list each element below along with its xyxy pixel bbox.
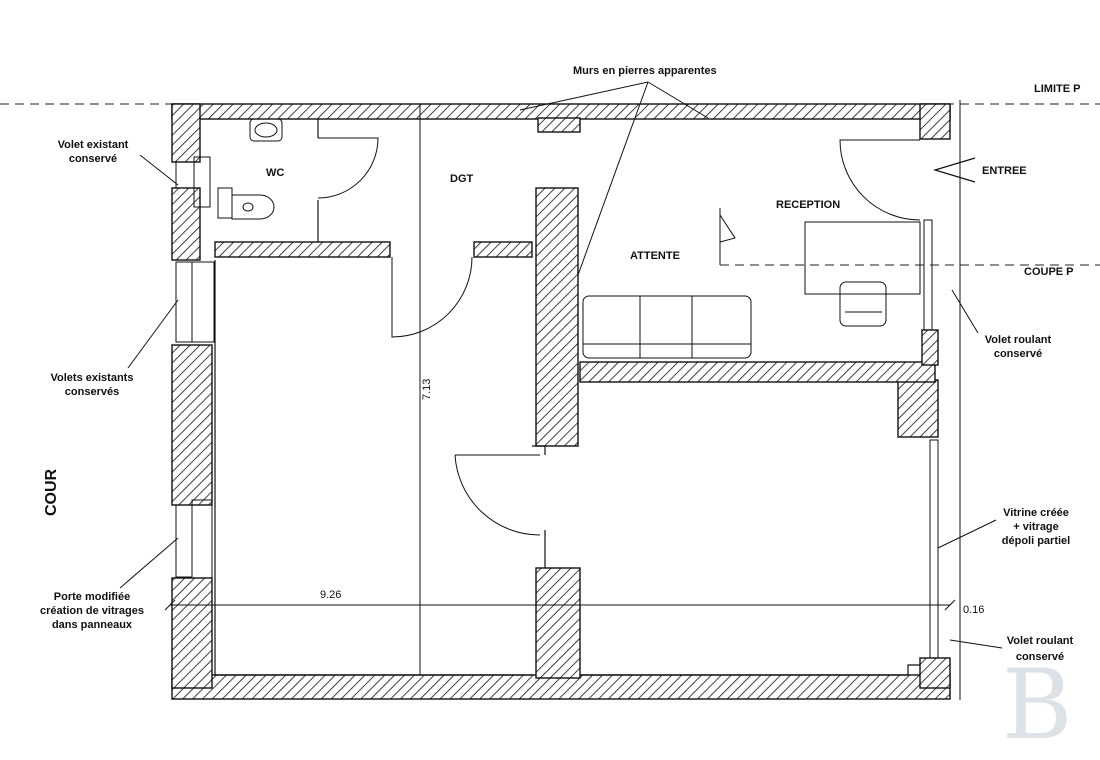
svg-text:+ vitrage: + vitrage: [1013, 521, 1059, 533]
toilet-icon: [217, 187, 233, 219]
left-door-frame: [191, 499, 213, 579]
svg-text:conservé: conservé: [1016, 651, 1064, 663]
lower-door: [454, 454, 541, 536]
center-wall-bottom: [535, 567, 581, 679]
vitrine: [929, 439, 939, 659]
svg-text:Volet roulant: Volet roulant: [1007, 635, 1074, 647]
note-volet-existant: Volet existant conservé: [58, 139, 129, 165]
left-window-1-frame: [193, 156, 211, 208]
murs-label: Murs en pierres apparentes: [573, 65, 717, 77]
left-wall-lower: [171, 344, 213, 506]
svg-text:Volet existant: Volet existant: [58, 139, 129, 151]
entrance-arrow-icon: [932, 157, 976, 183]
right-pillar: [897, 379, 939, 438]
watermark-logo: B: [1002, 649, 1073, 760]
stone-wall-bump: [537, 117, 581, 133]
limite-label: LIMITE P: [1034, 83, 1080, 95]
right-wall-bottom: [919, 657, 951, 689]
entrance-door: [839, 139, 921, 221]
length-dimension: 9.26: [320, 589, 341, 601]
dgt-label: DGT: [450, 173, 474, 185]
left-room-outline: [214, 260, 532, 676]
coupe-label: COUPE P: [1024, 266, 1074, 278]
left-window-2: [175, 261, 193, 343]
reception-partition: [579, 361, 936, 383]
svg-text:conservés: conservés: [65, 386, 119, 398]
svg-text:Vitrine créée: Vitrine créée: [1003, 507, 1069, 519]
sofa-icon: [582, 295, 752, 359]
svg-text:Volet roulant: Volet roulant: [985, 334, 1052, 346]
left-wall-bottom: [171, 577, 213, 689]
left-window-1: [175, 161, 195, 189]
wc-partition: [214, 241, 391, 258]
wc-label: WC: [266, 167, 284, 179]
left-wall-upper: [171, 103, 201, 163]
wc-door: [317, 137, 379, 199]
attente-label: ATTENTE: [630, 250, 680, 262]
left-wall-mid: [171, 187, 201, 261]
cour-label: COUR: [43, 468, 60, 516]
dgt-right-wall: [532, 445, 546, 455]
wall-dimension: 0.16: [963, 604, 984, 616]
left-door: [175, 504, 193, 578]
note-porte-modifiee: Porte modifiée création de vitrages dans…: [40, 591, 144, 631]
svg-text:dépoli partiel: dépoli partiel: [1002, 535, 1070, 547]
depth-dimension: 7.13: [421, 379, 433, 400]
svg-text:dans panneaux: dans panneaux: [52, 619, 133, 631]
note-volet-roulant-1: Volet roulant conservé: [985, 334, 1052, 360]
stone-wall-center: [535, 187, 579, 447]
svg-text:Volets existants: Volets existants: [51, 372, 134, 384]
dgt-partition: [473, 241, 533, 258]
right-wall-top: [919, 103, 951, 140]
entree-label: ENTREE: [982, 165, 1027, 177]
note-volet-roulant-2: Volet roulant conservé: [1007, 635, 1074, 663]
note-volets-existants: Volets existants conservés: [51, 372, 134, 398]
svg-text:conservé: conservé: [69, 153, 117, 165]
svg-text:création de vitrages: création de vitrages: [40, 605, 144, 617]
reception-desk: [804, 221, 921, 295]
left-window-2-frame: [191, 261, 215, 343]
sink-icon: [249, 118, 283, 142]
svg-text:conservé: conservé: [994, 348, 1042, 360]
top-wall: [171, 103, 951, 120]
note-vitrine: Vitrine créée + vitrage dépoli partiel: [1002, 507, 1070, 547]
reception-label: RECEPTION: [776, 199, 840, 211]
chair-icon: [839, 281, 887, 327]
dgt-door: [391, 256, 473, 338]
right-room-outline: [580, 664, 920, 676]
svg-text:Porte modifiée: Porte modifiée: [54, 591, 130, 603]
